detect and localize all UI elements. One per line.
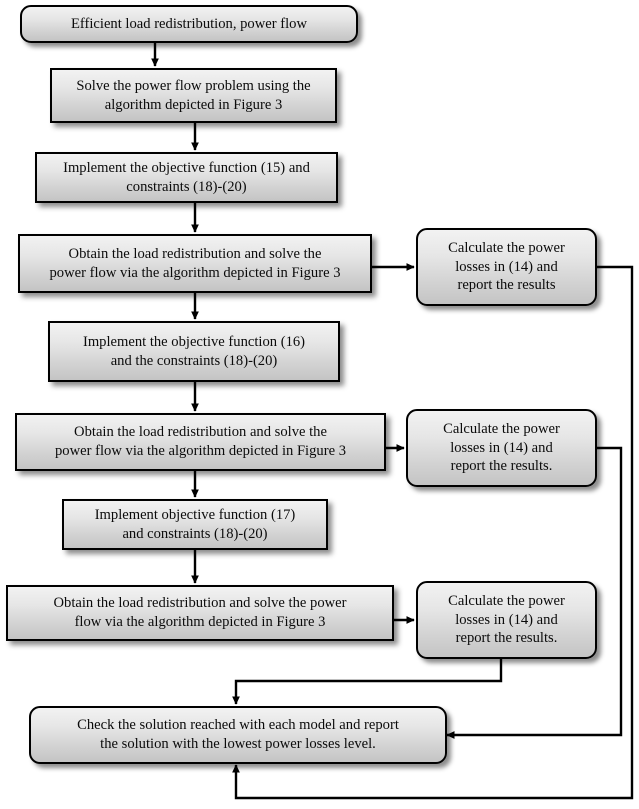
node-start[interactable]: Efficient load redistribution, power flo… bbox=[20, 5, 358, 43]
node-calculate-1-label: Calculate the power losses in (14) and r… bbox=[448, 239, 565, 294]
node-implement-15[interactable]: Implement the objective function (15) an… bbox=[35, 152, 338, 203]
node-calculate-2-label: Calculate the power losses in (14) and r… bbox=[443, 420, 560, 475]
node-calculate-3[interactable]: Calculate the power losses in (14) and r… bbox=[416, 581, 597, 659]
node-obtain-2-label: Obtain the load redistribution and solve… bbox=[55, 424, 346, 459]
node-obtain-3[interactable]: Obtain the load redistribution and solve… bbox=[6, 585, 394, 641]
node-check-solution[interactable]: Check the solution reached with each mod… bbox=[29, 706, 447, 764]
node-obtain-2[interactable]: Obtain the load redistribution and solve… bbox=[15, 413, 386, 471]
node-implement-17[interactable]: Implement objective function (17) and co… bbox=[62, 499, 328, 550]
node-implement-17-label: Implement objective function (17) and co… bbox=[94, 506, 296, 542]
node-start-label: Efficient load redistribution, power flo… bbox=[70, 15, 307, 32]
connector-calculate3-to-check bbox=[232, 659, 503, 705]
node-check-solution-label: Check the solution reached with each mod… bbox=[77, 717, 399, 752]
node-obtain-3-label: Obtain the load redistribution and solve… bbox=[53, 595, 347, 630]
node-obtain-1-label: Obtain the load redistribution and solve… bbox=[49, 245, 341, 281]
node-implement-15-label: Implement the objective function (15) an… bbox=[63, 159, 310, 195]
node-calculate-1[interactable]: Calculate the power losses in (14) and r… bbox=[416, 228, 597, 306]
node-calculate-3-label: Calculate the power losses in (14) and r… bbox=[448, 592, 565, 647]
node-obtain-1[interactable]: Obtain the load redistribution and solve… bbox=[18, 234, 372, 293]
node-implement-16-label: Implement the objective function (16) an… bbox=[82, 333, 306, 369]
node-calculate-2[interactable]: Calculate the power losses in (14) and r… bbox=[406, 409, 597, 487]
node-solve-power-flow[interactable]: Solve the power flow problem using the a… bbox=[50, 68, 337, 123]
node-implement-16[interactable]: Implement the objective function (16) an… bbox=[48, 321, 340, 382]
node-solve-power-flow-label: Solve the power flow problem using the a… bbox=[76, 77, 311, 113]
